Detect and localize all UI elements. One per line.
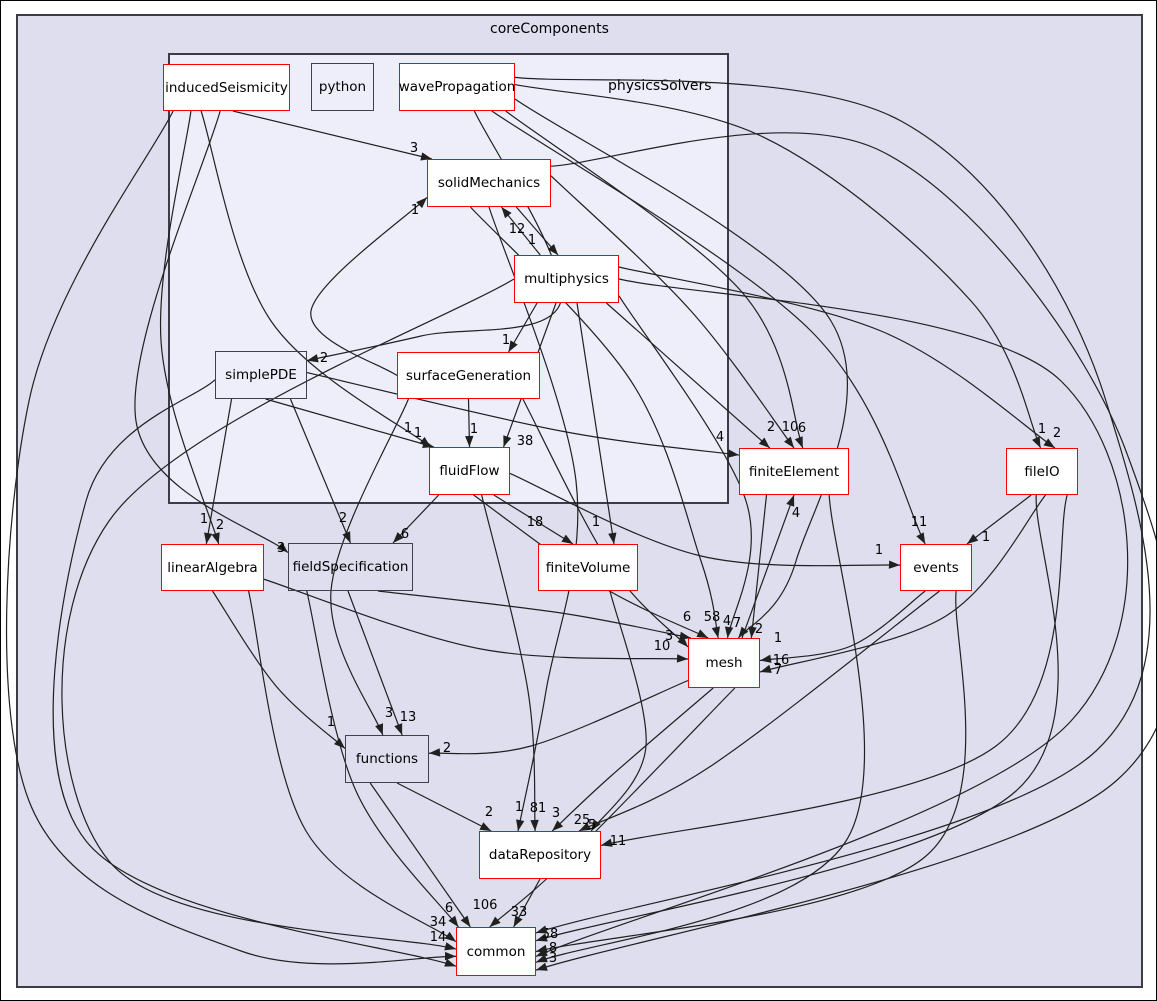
inner-cluster-title: physicsSolvers [608, 78, 712, 94]
node-mesh[interactable]: mesh [688, 638, 760, 688]
node-wavePropagation[interactable]: wavePropagation [399, 63, 515, 111]
node-dataRepository[interactable]: dataRepository [479, 831, 601, 879]
node-linearAlgebra[interactable]: linearAlgebra [161, 544, 264, 591]
node-python[interactable]: python [311, 63, 374, 111]
node-inducedSeismicity[interactable]: inducedSeismicity [163, 64, 290, 111]
node-surfaceGeneration[interactable]: surfaceGeneration [397, 352, 540, 399]
node-fileIO[interactable]: fileIO [1006, 448, 1078, 495]
node-events[interactable]: events [900, 544, 972, 591]
node-functions[interactable]: functions [345, 735, 429, 783]
node-solidMechanics[interactable]: solidMechanics [427, 159, 551, 207]
node-finiteElement[interactable]: finiteElement [739, 448, 849, 495]
node-simplePDE[interactable]: simplePDE [215, 351, 307, 399]
node-fieldSpecification[interactable]: fieldSpecification [288, 543, 413, 591]
node-multiphysics[interactable]: multiphysics [514, 255, 619, 303]
node-common[interactable]: common [456, 927, 536, 976]
outer-cluster-title: coreComponents [490, 21, 609, 37]
node-fluidFlow[interactable]: fluidFlow [429, 447, 510, 495]
cluster-physicssolvers [168, 53, 729, 504]
node-finiteVolume[interactable]: finiteVolume [538, 544, 638, 591]
